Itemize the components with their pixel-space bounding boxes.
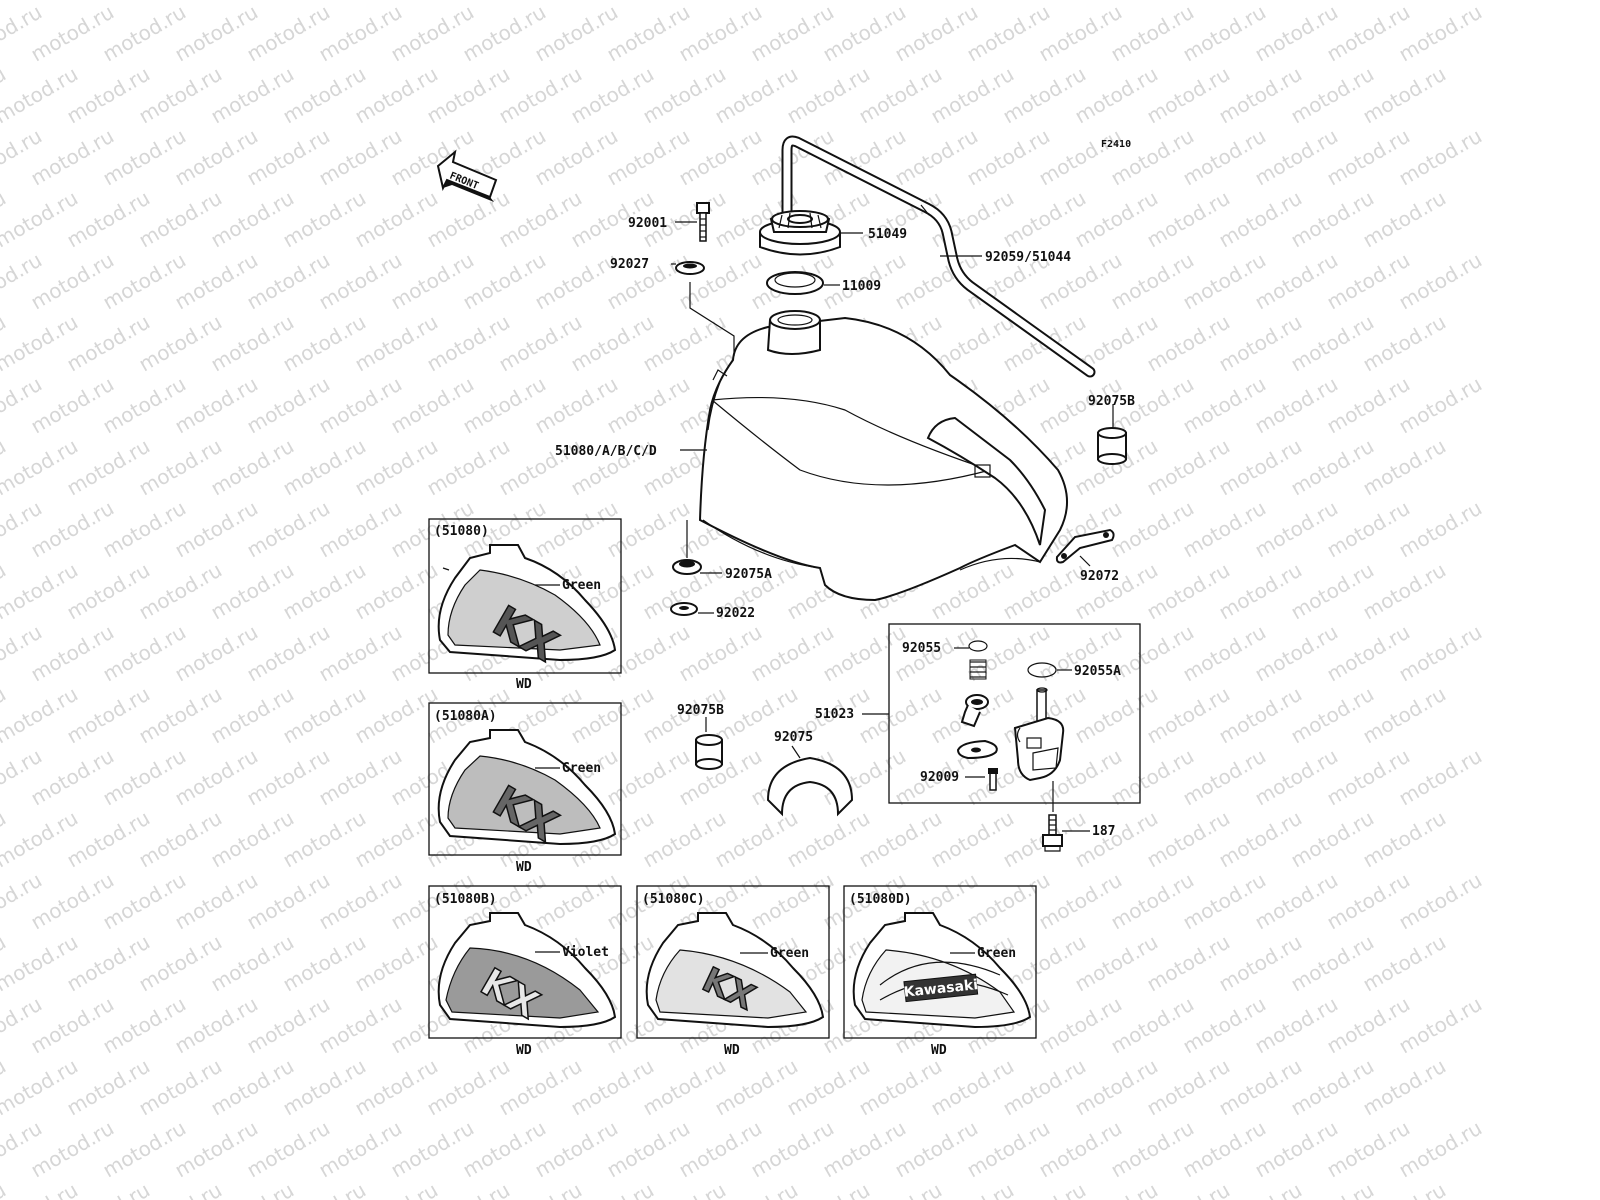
decal-panel-51080d: (51080D) Kawasaki Green WD xyxy=(843,885,1037,1058)
decal-panel-51080b: (51080B) KX Violet WD xyxy=(428,885,622,1058)
label-92055: 92055 xyxy=(902,641,941,656)
damper-92075a xyxy=(672,559,702,575)
decal-code: (51080) xyxy=(434,524,489,539)
decal-code: (51080C) xyxy=(642,892,705,907)
damper-92027 xyxy=(675,261,705,275)
decal-code: (51080D) xyxy=(849,892,912,907)
gasket-11009 xyxy=(766,271,824,295)
damper-92075b-top xyxy=(1097,427,1127,465)
label-92072: 92072 xyxy=(1080,569,1119,584)
decal-note: WD xyxy=(516,677,532,692)
label-92001: 92001 xyxy=(628,216,667,231)
label-51080-abcd: 51080/A/B/C/D xyxy=(555,444,657,459)
leader-lines xyxy=(671,221,1114,832)
label-92075b-mid: 92075B xyxy=(677,703,724,718)
decal-note: WD xyxy=(516,860,532,875)
decal-note: WD xyxy=(931,1043,947,1058)
pad-92075 xyxy=(766,756,854,817)
bolt-187 xyxy=(1042,814,1063,852)
label-92075a: 92075A xyxy=(725,567,772,582)
decal-panel-51080a: (51080A) KX Green WD xyxy=(428,702,622,875)
label-92055a: 92055A xyxy=(1074,664,1121,679)
decal-color: Green xyxy=(562,578,601,593)
label-51049: 51049 xyxy=(868,227,907,242)
decal-code: (51080A) xyxy=(434,709,497,724)
label-92059-51044: 92059/51044 xyxy=(985,250,1071,265)
decal-panel-51080: (51080) KX Green WD xyxy=(428,518,622,692)
figure-code: F2410 xyxy=(1101,139,1131,150)
breather-hose xyxy=(781,135,1096,378)
label-11009: 11009 xyxy=(842,279,881,294)
damper-92075b-mid xyxy=(695,734,723,770)
fuel-cap-51049 xyxy=(759,210,841,256)
fuel-tank xyxy=(698,310,1069,602)
bolt-92001 xyxy=(696,202,710,242)
label-92075b-top: 92075B xyxy=(1088,394,1135,409)
decal-note: WD xyxy=(516,1043,532,1058)
decal-panel-51080c: (51080C) KX Green WD xyxy=(636,885,830,1058)
front-arrow-icon: FRONT xyxy=(436,149,498,202)
label-92027: 92027 xyxy=(610,257,649,272)
decal-color: Violet xyxy=(562,945,609,960)
decal-color: Green xyxy=(977,946,1016,961)
decal-note: WD xyxy=(724,1043,740,1058)
decal-brand-graphic: Kawasaki xyxy=(903,977,979,1001)
label-92075: 92075 xyxy=(774,730,813,745)
decal-code: (51080B) xyxy=(434,892,497,907)
decal-color: Green xyxy=(562,761,601,776)
fuel-cock-51023 xyxy=(956,640,1065,791)
decal-color: Green xyxy=(770,946,809,961)
label-92009: 92009 xyxy=(920,770,959,785)
label-187: 187 xyxy=(1092,824,1115,839)
label-92022: 92022 xyxy=(716,606,755,621)
label-51023: 51023 xyxy=(815,707,854,722)
washer-92022 xyxy=(670,602,698,616)
bracket-92072 xyxy=(1055,528,1115,564)
